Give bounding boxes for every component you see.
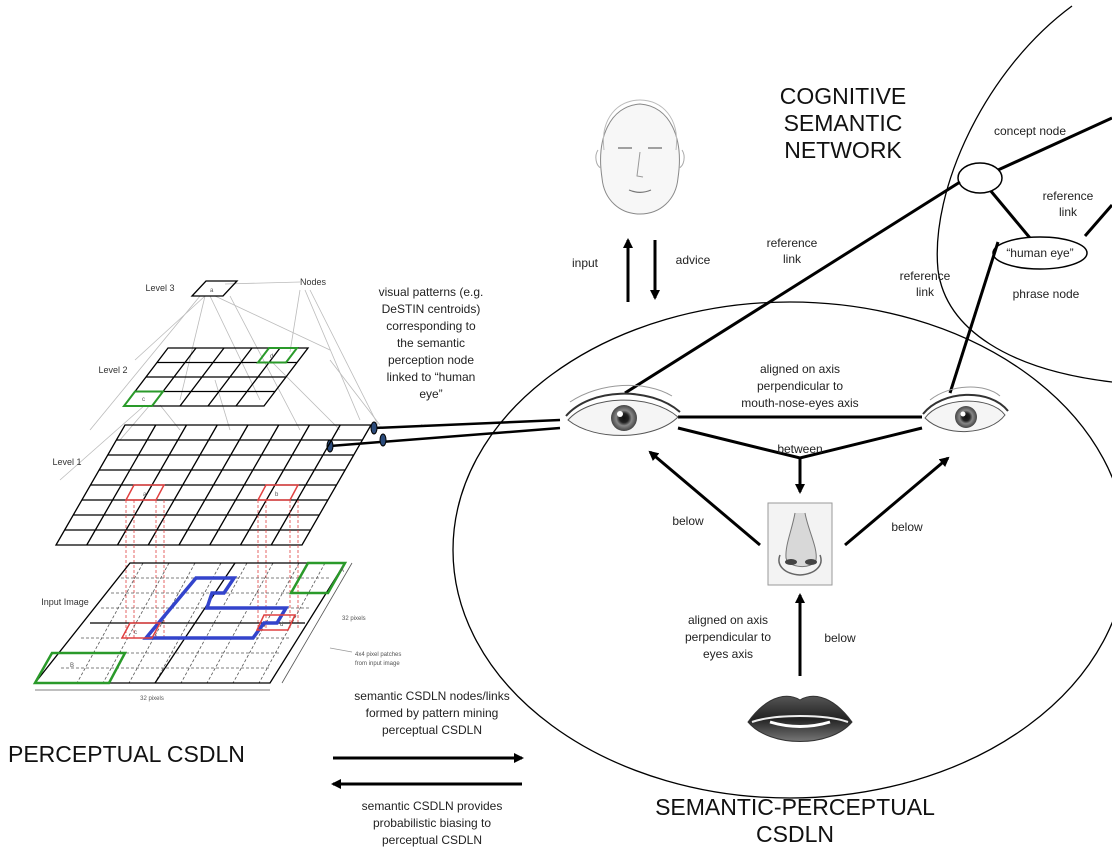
advice-label: advice xyxy=(676,253,711,267)
left-eye-image xyxy=(565,384,681,436)
right-eye-image xyxy=(922,386,1009,432)
visual-patterns-line3: corresponding to xyxy=(386,319,476,333)
mouth-image xyxy=(747,695,853,742)
visual-patterns-line4: the semantic xyxy=(397,336,465,350)
level1-label: Level 1 xyxy=(52,457,81,467)
human-eye-phrase: “human eye” xyxy=(1006,246,1073,260)
cognitive-title-line1: COGNITIVE xyxy=(780,83,907,109)
svg-text:b: b xyxy=(275,492,279,498)
face-sketch xyxy=(595,99,685,215)
between-label: between xyxy=(777,442,822,456)
dimension-side xyxy=(281,562,353,684)
perceptual-title: PERCEPTUAL CSDLN xyxy=(8,741,245,767)
pattern-link-bottom xyxy=(329,426,561,448)
cognitive-network-boundary xyxy=(936,5,1112,383)
level3-cell-letter: a xyxy=(210,288,214,294)
level2-grid: d c xyxy=(121,347,310,407)
projection-lines xyxy=(125,500,299,640)
nose-to-left-eye-arrow xyxy=(648,450,761,547)
input-green-cell-d xyxy=(288,561,348,595)
below-bottom-label: below xyxy=(824,631,856,645)
below-left-label: below xyxy=(672,514,704,528)
level2-label: Level 2 xyxy=(98,365,127,375)
svg-text:a: a xyxy=(143,492,147,498)
patches-label-line2: from input image xyxy=(355,661,400,667)
input-label: input xyxy=(572,256,599,270)
concept-node-label: concept node xyxy=(994,124,1066,138)
cognitive-reference-link-line1: reference xyxy=(1043,189,1094,203)
input-shape-blue xyxy=(142,576,290,640)
concept-link-to-phrase xyxy=(988,189,1032,239)
level1-grid: a b xyxy=(54,424,373,546)
semantic-perceptual-title-line1: SEMANTIC-PERCEPTUAL xyxy=(655,794,935,820)
level2-green-cell-c xyxy=(121,390,166,407)
svg-text:d: d xyxy=(270,354,273,360)
ellipsis: ... xyxy=(420,415,430,429)
cognitive-reference-link-line2: link xyxy=(1059,205,1078,219)
input-image-label: Input Image xyxy=(41,597,89,607)
visual-patterns-line6: linked to “human xyxy=(387,370,476,384)
input-red-cell-b xyxy=(255,614,297,631)
nodes-label: Nodes xyxy=(300,277,327,287)
reference-link-2-line2: link xyxy=(916,285,935,299)
aligned-label-2-line2: perpendicular to xyxy=(685,630,771,644)
visual-patterns-line7: eye” xyxy=(419,387,442,401)
bottom-arrows: semantic CSDLN nodes/links formed by pat… xyxy=(331,689,524,847)
visual-patterns-line5: perception node xyxy=(388,353,474,367)
pixels-bottom-label: 32 pixels xyxy=(140,696,164,702)
reference-link-2-line1: reference xyxy=(900,269,951,283)
pattern-node-1 xyxy=(370,421,378,435)
reference-link-1-line2: link xyxy=(783,252,802,266)
biasing-text-line1: semantic CSDLN provides xyxy=(362,799,503,813)
reference-link-left-eye xyxy=(624,180,961,395)
below-right-label: below xyxy=(891,520,923,534)
reference-link-1-line1: reference xyxy=(767,236,818,250)
level3-label: Level 3 xyxy=(145,283,174,293)
perceptual-csdln: a d c a b xyxy=(8,277,401,767)
patch-pointer xyxy=(329,647,353,653)
svg-text:B: B xyxy=(70,663,74,669)
visual-patterns-note: visual patterns (e.g. DeSTIN centroids) … xyxy=(379,285,484,429)
visual-patterns-line2: DeSTIN centroids) xyxy=(382,302,481,316)
cognitive-network: COGNITIVE SEMANTIC NETWORK concept node … xyxy=(780,5,1112,383)
reference-link-right-eye xyxy=(948,241,1000,394)
aligned-label-2-line3: eyes axis xyxy=(703,647,753,661)
cognitive-title-line2: SEMANTIC xyxy=(784,110,903,136)
level3-cell xyxy=(190,280,239,297)
concept-link-out xyxy=(997,116,1112,172)
aligned-label-1-line3: mouth-nose-eyes axis xyxy=(741,396,858,410)
biasing-text-line3: perceptual CSDLN xyxy=(382,833,482,847)
pattern-node-3 xyxy=(379,433,387,447)
patches-label-line1: 4x4 pixel patches xyxy=(355,652,401,658)
semantic-perceptual-csdln: aligned on axis perpendicular to mouth-n… xyxy=(452,180,1112,847)
input-green-cell-c xyxy=(32,651,128,685)
level2-green-cell-d xyxy=(255,347,300,364)
phrase-link-out xyxy=(1083,204,1112,237)
biasing-text-line2: probabilistic biasing to xyxy=(373,816,491,830)
mining-text-line1: semantic CSDLN nodes/links xyxy=(354,689,509,703)
svg-text:c: c xyxy=(134,630,137,636)
semantic-perceptual-title-line2: CSDLN xyxy=(756,821,834,847)
svg-text:d: d xyxy=(280,622,283,628)
aligned-label-1-line1: aligned on axis xyxy=(760,362,840,376)
svg-text:c: c xyxy=(142,397,145,403)
mining-text-line2: formed by pattern mining xyxy=(366,706,499,720)
mining-text-line3: perceptual CSDLN xyxy=(382,723,482,737)
input-image-grid: A B c d xyxy=(32,561,348,685)
phrase-node-label: phrase node xyxy=(1013,287,1080,301)
pattern-link-top xyxy=(373,418,561,430)
hierarchy-connections xyxy=(59,281,381,481)
cognitive-title-line3: NETWORK xyxy=(784,137,902,163)
concept-node xyxy=(957,162,1003,194)
semantic-perceptual-boundary xyxy=(452,301,1112,799)
input-red-cell-a xyxy=(120,622,162,639)
nose-to-right-eye-arrow xyxy=(844,456,950,547)
svg-text:A: A xyxy=(340,568,344,574)
aligned-label-2-line1: aligned on axis xyxy=(688,613,768,627)
nose-image xyxy=(767,502,833,586)
pixels-side-label: 32 pixels xyxy=(342,616,366,622)
visual-patterns-line1: visual patterns (e.g. xyxy=(379,285,484,299)
aligned-label-1-line2: perpendicular to xyxy=(757,379,843,393)
